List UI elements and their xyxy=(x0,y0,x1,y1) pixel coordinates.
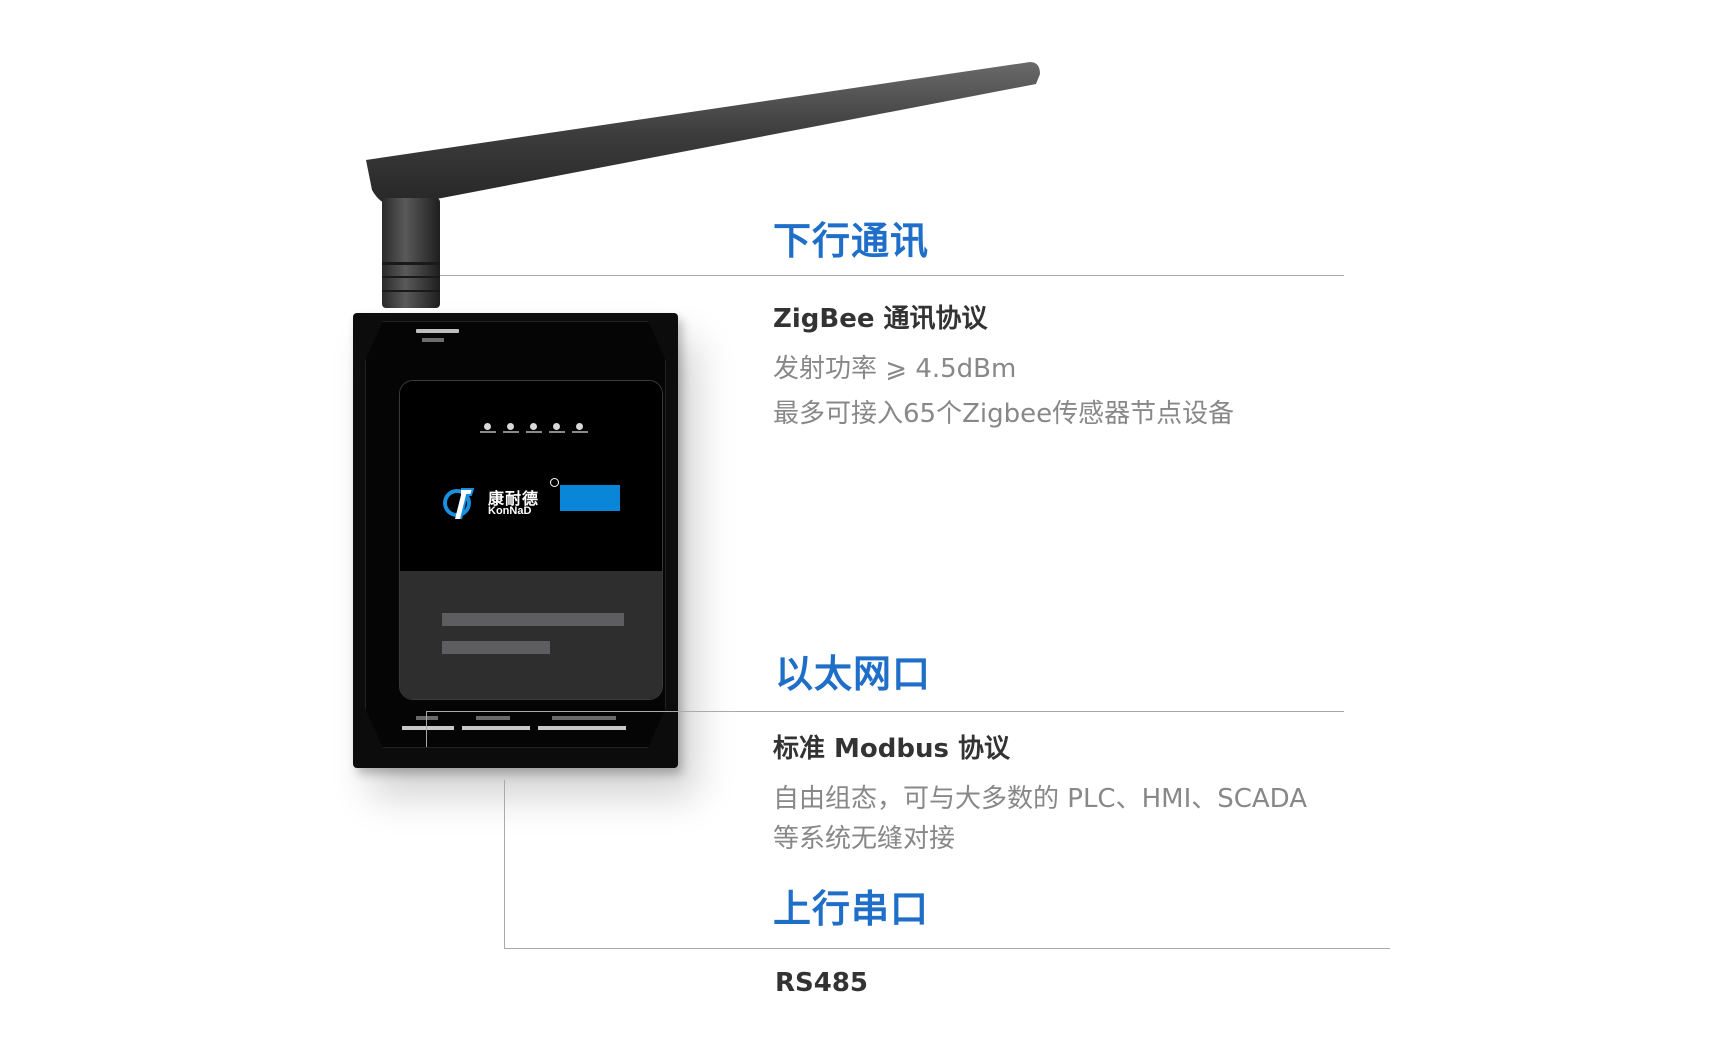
device-front: 康耐德 KonNaD xyxy=(365,321,666,748)
leader-line-ethernet-drop xyxy=(426,711,427,747)
leader-line-rs485-drop xyxy=(504,780,505,948)
section-subtitle-zigbee: ZigBee 通讯协议 xyxy=(773,304,988,334)
section-subtitle-modbus: 标准 Modbus 协议 xyxy=(773,734,1011,764)
status-led xyxy=(505,423,515,433)
port-indicator xyxy=(416,716,438,720)
model-badge xyxy=(560,485,620,511)
brand-name-en: KonNaD xyxy=(488,505,532,517)
status-led xyxy=(551,423,561,433)
brand-name-cn: 康耐德 xyxy=(488,489,540,508)
power-port xyxy=(402,726,454,730)
port-indicator xyxy=(476,716,510,720)
section-title-ethernet: 以太网口 xyxy=(775,652,932,696)
status-led xyxy=(482,423,492,433)
rs485-port xyxy=(462,726,530,730)
status-led xyxy=(528,423,538,433)
section-title-downlink: 下行通讯 xyxy=(773,219,930,263)
top-slot-dark xyxy=(422,338,444,342)
port-indicator xyxy=(552,716,616,720)
spec-compat-line2: 等系统无缝对接 xyxy=(773,824,956,854)
section-subtitle-rs485: RS485 xyxy=(775,968,869,998)
leader-line-zigbee xyxy=(440,275,1344,276)
spec-compat-line1: 自由组态，可与大多数的 PLC、HMI、SCADA xyxy=(773,784,1308,814)
label-bar xyxy=(442,641,550,654)
status-led xyxy=(574,423,584,433)
panel-label-area xyxy=(400,571,662,699)
ethernet-port xyxy=(538,726,626,730)
antenna-joint xyxy=(382,198,440,308)
panel-upper: 康耐德 KonNaD xyxy=(400,381,662,571)
spec-max-nodes: 最多可接入65个Zigbee传感器节点设备 xyxy=(773,399,1235,429)
section-title-uplink: 上行串口 xyxy=(773,887,930,931)
leader-line-rs485 xyxy=(504,948,1390,949)
registered-icon xyxy=(550,478,559,487)
label-bar xyxy=(442,613,624,626)
antenna-rod xyxy=(366,62,1040,207)
leader-line-ethernet xyxy=(426,711,1344,712)
top-slot xyxy=(416,329,459,333)
spec-tx-power: 发射功率 ⩾ 4.5dBm xyxy=(773,354,1017,384)
gateway-device: 康耐德 KonNaD xyxy=(353,313,678,768)
front-panel: 康耐德 KonNaD xyxy=(399,380,663,700)
konnad-logo-icon xyxy=(443,485,483,521)
